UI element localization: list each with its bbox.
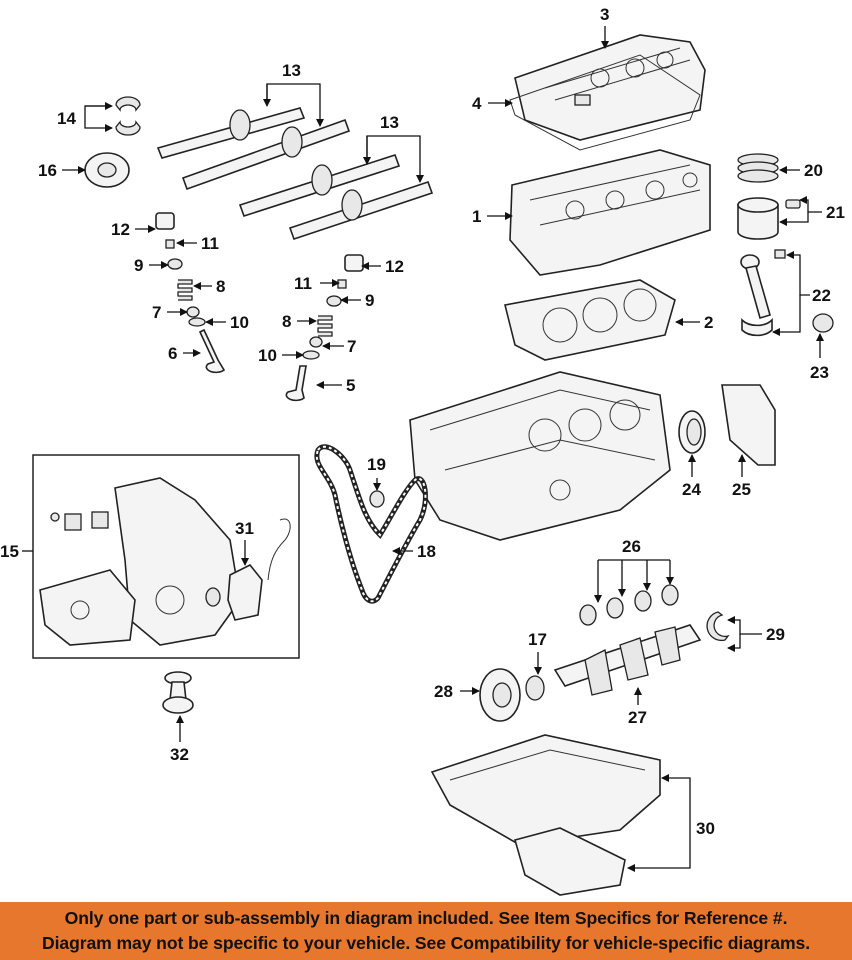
seal-retainer xyxy=(721,384,776,466)
connecting-rod xyxy=(740,249,786,337)
chain-tensioner xyxy=(369,490,385,508)
callout-16: 16 xyxy=(38,161,57,180)
crankshaft xyxy=(553,624,702,696)
callout-10-left: 10 xyxy=(230,313,249,332)
camshaft-bearing-lower xyxy=(115,120,141,136)
lifter-left xyxy=(155,212,175,230)
spring-right xyxy=(317,315,333,337)
engine-exploded-diagram: 3 4 1 2 13 13 14 16 12 11 9 8 7 10 6 12 … xyxy=(0,5,845,896)
callout-18: 18 xyxy=(417,542,436,561)
camshafts xyxy=(156,107,434,241)
disclaimer-line-2: Diagram may not be specific to your vehi… xyxy=(41,933,810,953)
cam-timing-gear xyxy=(84,152,130,188)
callout-5: 5 xyxy=(346,376,355,395)
callout-30: 30 xyxy=(696,819,715,838)
retainer-left xyxy=(167,258,183,270)
retainer-right xyxy=(326,295,342,307)
callout-12-left: 12 xyxy=(111,220,130,239)
callout-7-left: 7 xyxy=(152,303,161,322)
leader-lines xyxy=(22,26,824,872)
callout-23: 23 xyxy=(810,363,829,382)
piston-rings xyxy=(737,153,779,183)
disclaimer-banner: Only one part or sub-assembly in diagram… xyxy=(0,902,852,960)
callout-7-right: 7 xyxy=(347,337,356,356)
engine-block xyxy=(409,371,671,541)
oil-pan-lower xyxy=(514,827,626,896)
timing-cover-kit-frame xyxy=(32,454,300,659)
callout-25: 25 xyxy=(732,480,751,499)
keeper-right xyxy=(337,279,347,289)
callout-21: 21 xyxy=(826,203,845,222)
crank-sprocket xyxy=(525,675,545,701)
oil-pump xyxy=(227,563,263,621)
piston xyxy=(737,197,801,240)
callout-27: 27 xyxy=(628,708,647,727)
callout-2: 2 xyxy=(704,313,713,332)
oil-pan-upper xyxy=(430,734,661,846)
callout-9-right: 9 xyxy=(365,291,374,310)
callout-20: 20 xyxy=(804,161,823,180)
callout-13-top: 13 xyxy=(282,61,301,80)
rear-main-seal xyxy=(678,410,706,454)
oil-strainer xyxy=(162,671,194,714)
callout-4: 4 xyxy=(472,94,482,113)
spring-left xyxy=(177,279,193,301)
main-bearings xyxy=(579,584,679,626)
callout-28: 28 xyxy=(434,682,453,701)
callout-11-right: 11 xyxy=(294,274,312,293)
head-gasket xyxy=(504,279,676,361)
callout-29: 29 xyxy=(766,625,785,644)
valve-left xyxy=(198,328,226,374)
valve-cover xyxy=(514,34,706,141)
disclaimer-line-1: Only one part or sub-assembly in diagram… xyxy=(64,908,788,928)
callout-6: 6 xyxy=(168,344,177,363)
callout-13-mid: 13 xyxy=(380,113,399,132)
callout-10-right: 10 xyxy=(258,346,277,365)
callout-17: 17 xyxy=(528,630,547,649)
callout-22: 22 xyxy=(812,286,831,305)
callout-8-left: 8 xyxy=(216,277,225,296)
valve-cover-gasket xyxy=(509,54,701,151)
spring-seat-left xyxy=(188,317,206,327)
callout-24: 24 xyxy=(682,480,701,499)
camshaft-bearing-upper xyxy=(115,96,141,112)
rod-bearing xyxy=(812,313,834,333)
valve-right xyxy=(285,365,307,402)
timing-chain xyxy=(314,444,428,604)
callout-3: 3 xyxy=(600,5,609,24)
callout-26: 26 xyxy=(622,537,641,556)
callout-8-right: 8 xyxy=(282,312,291,331)
keeper-left xyxy=(165,239,175,249)
thrust-washers xyxy=(706,611,730,642)
callout-11-left: 11 xyxy=(201,234,219,253)
callout-19: 19 xyxy=(367,455,386,474)
seal-left xyxy=(186,306,200,318)
callout-9-left: 9 xyxy=(134,256,143,275)
cylinder-head xyxy=(509,149,711,276)
callout-32: 32 xyxy=(170,745,189,764)
lifter-right xyxy=(344,254,364,272)
callout-15: 15 xyxy=(0,542,19,561)
callout-14: 14 xyxy=(57,109,76,128)
crankshaft-pulley xyxy=(479,668,521,722)
callout-12-right: 12 xyxy=(385,257,404,276)
seal-right xyxy=(309,336,323,348)
callout-1: 1 xyxy=(472,207,481,226)
timing-cover-kit xyxy=(39,477,291,646)
spring-seat-right xyxy=(302,350,320,360)
callout-31: 31 xyxy=(235,519,254,538)
